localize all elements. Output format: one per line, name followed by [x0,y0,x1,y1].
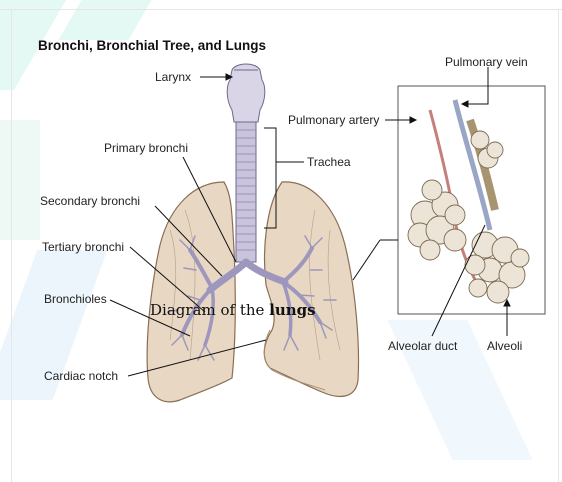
label-tertiary-bronchi: Tertiary bronchi [42,240,124,254]
caption-prefix: Diagram of the [150,301,269,319]
caption-bold: lungs [269,301,315,319]
label-cardiac-notch: Cardiac notch [44,369,118,383]
label-pulmonary-vein: Pulmonary vein [445,55,528,69]
left-lung [147,182,235,402]
right-lung [264,182,358,397]
larynx [227,64,265,122]
diagram-caption: Diagram of the lungs [150,301,316,319]
label-secondary-bronchi: Secondary bronchi [40,194,140,208]
trachea [236,122,256,262]
label-primary-bronchi: Primary bronchi [104,141,188,155]
label-trachea: Trachea [307,155,351,169]
diagram-title: Bronchi, Bronchial Tree, and Lungs [38,38,266,53]
label-pulmonary-artery: Pulmonary artery [288,113,379,127]
label-alveoli: Alveoli [487,339,522,353]
label-larynx: Larynx [155,70,191,84]
label-bronchioles: Bronchioles [44,292,107,306]
label-alveolar-duct: Alveolar duct [388,339,457,353]
